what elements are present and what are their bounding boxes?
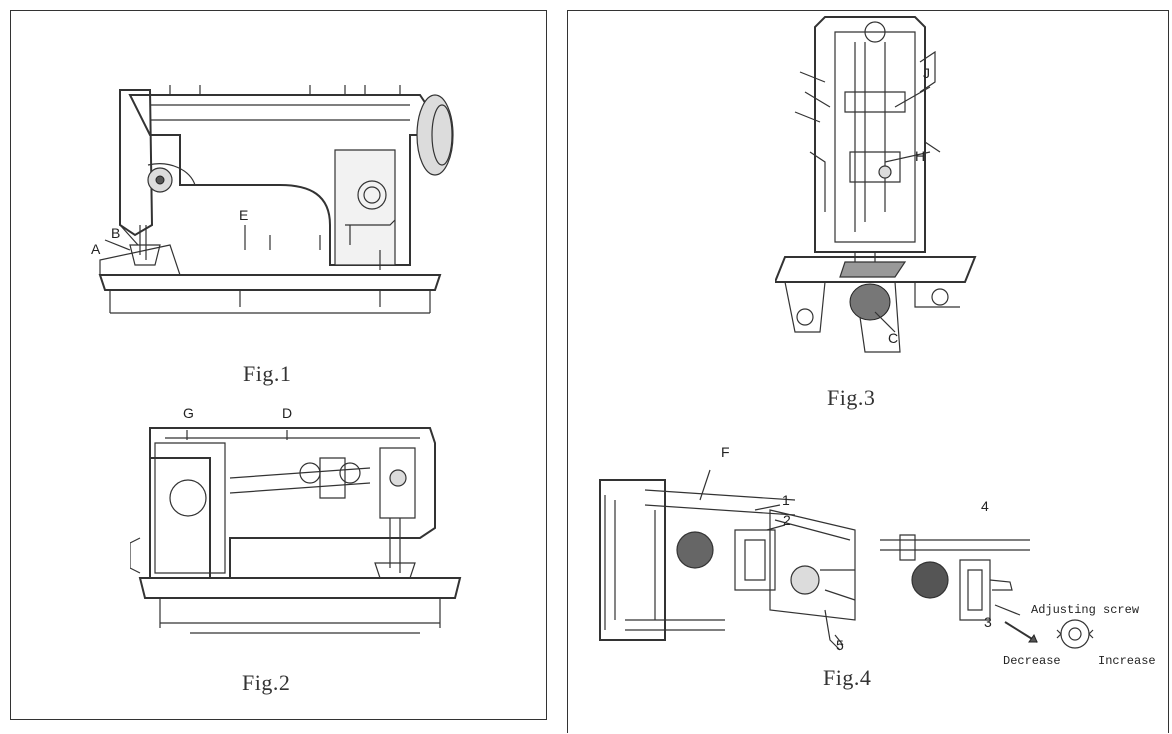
fig1-caption: Fig.1 (243, 361, 292, 386)
fig3-caption: Fig.3 (827, 385, 876, 410)
fig3-callout-h: H (915, 148, 926, 164)
fig4-callout-1: 1 (782, 492, 790, 508)
fig1-sewing-machine-front-drawing (90, 75, 470, 335)
decrease-label: Decrease (1003, 654, 1061, 668)
fig4-detail-hook-drawing (880, 520, 1030, 640)
fig4-callout-f: F (721, 444, 730, 460)
fig1-callout-e: E (239, 207, 249, 223)
fig3-head-side-view-drawing (775, 12, 1155, 357)
fig4-caption: Fig.4 (823, 665, 872, 690)
fig2-caption: Fig.2 (242, 670, 291, 695)
adjusting-dial-icon (1055, 614, 1095, 654)
fig2-sewing-machine-rear-drawing (130, 418, 470, 643)
left-figure-panel (10, 10, 547, 720)
fig3-callout-j: J (923, 65, 930, 81)
fig2-callout-g: G (183, 405, 194, 421)
right-figure-panel (567, 10, 1169, 733)
adjust-arrow-icon (1003, 620, 1043, 650)
fig1-callout-b: B (111, 225, 121, 241)
fig4-callout-4: 4 (981, 498, 989, 514)
adjusting-screw-label: Adjusting screw (1031, 603, 1140, 617)
fig4-callout-5: 5 (836, 637, 844, 653)
fig4-hook-mechanism-drawing (595, 460, 875, 660)
fig2-callout-d: D (282, 405, 293, 421)
increase-label: Increase (1098, 654, 1156, 668)
fig4-callout-2: 2 (783, 512, 791, 528)
fig4-callout-3: 3 (984, 614, 992, 630)
fig1-callout-a: A (91, 241, 101, 257)
fig3-callout-c: C (888, 330, 899, 346)
